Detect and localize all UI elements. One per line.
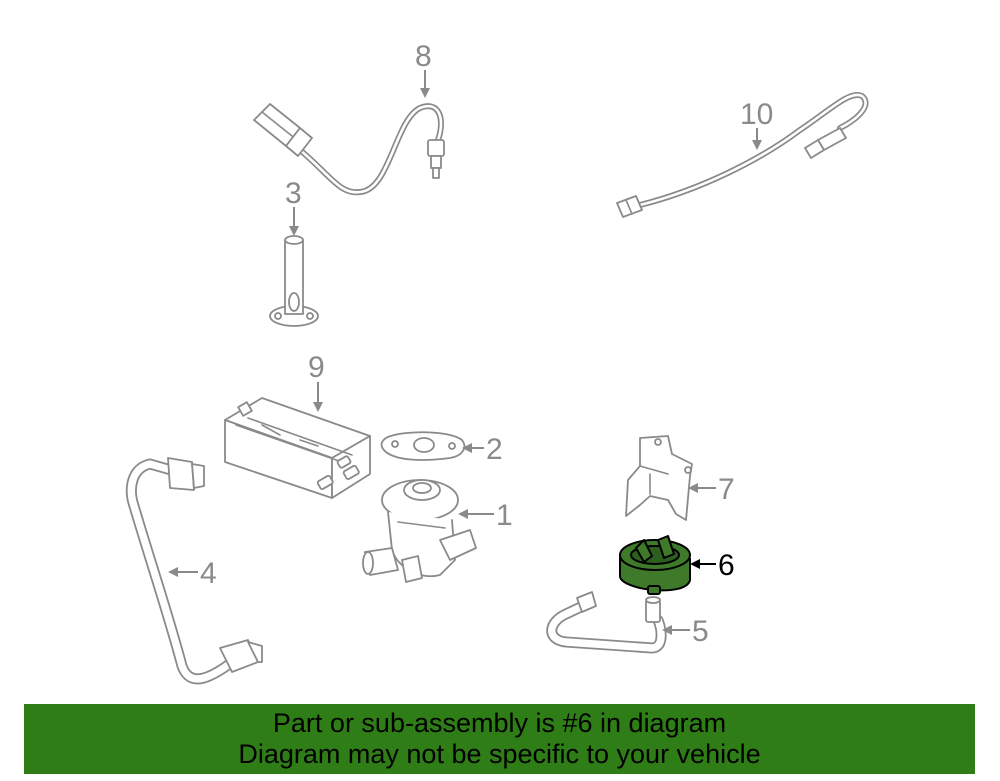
banner-line-2: Diagram may not be specific to your vehi… [238, 739, 761, 769]
part-5-hose[interactable] [546, 591, 667, 654]
callout-5: 5 [662, 615, 709, 648]
part-1-valve[interactable] [362, 479, 477, 583]
callout-4: 4 [168, 557, 217, 590]
banner-line-1: Part or sub-assembly is #6 in diagram [272, 708, 727, 738]
part-3-fitting[interactable] [269, 235, 319, 327]
callout-1-label: 1 [496, 499, 513, 532]
callout-10-label: 10 [740, 98, 773, 131]
callout-2-label: 2 [486, 433, 503, 466]
part-4-pipe[interactable] [125, 457, 263, 685]
callout-3: 3 [285, 177, 302, 236]
callout-4-label: 4 [200, 557, 217, 590]
callout-3-label: 3 [285, 177, 302, 210]
callout-8: 8 [415, 40, 432, 98]
callout-7-label: 7 [718, 473, 735, 506]
callout-5-label: 5 [692, 615, 709, 648]
part-7-bracket[interactable] [625, 435, 693, 521]
callout-7: 7 [688, 473, 735, 506]
parts-diagram: 8 10 3 9 2 1 7 6 5 4 [125, 40, 869, 685]
part-8-oxygen-sensor[interactable] [253, 103, 445, 196]
part-10-oxygen-sensor[interactable] [616, 91, 869, 218]
callout-10: 10 [740, 98, 773, 150]
info-banner: Part or sub-assembly is #6 in diagram Di… [24, 704, 975, 774]
callout-8-label: 8 [415, 40, 432, 73]
callout-6: 6 [690, 549, 735, 582]
part-2-gasket[interactable] [380, 431, 466, 461]
part-6-highlighted[interactable] [619, 535, 691, 595]
part-9-vapor-canister[interactable] [224, 397, 371, 499]
callout-2: 2 [462, 433, 503, 466]
callout-9: 9 [308, 351, 325, 412]
callout-1: 1 [458, 499, 513, 532]
callout-6-label: 6 [718, 549, 735, 582]
callout-9-label: 9 [308, 351, 325, 384]
